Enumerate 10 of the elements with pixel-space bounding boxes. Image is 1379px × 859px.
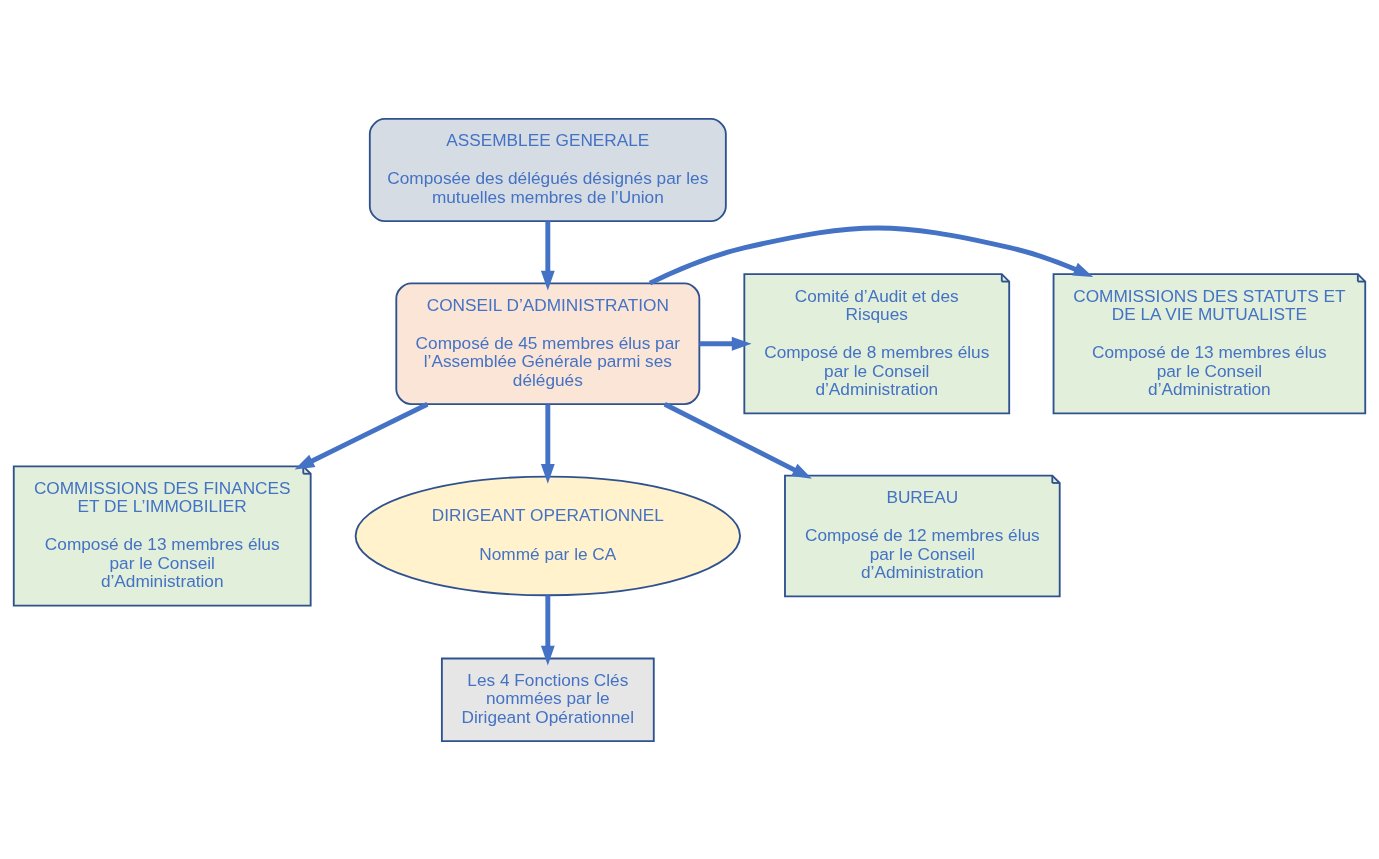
arrow	[294, 401, 429, 470]
arrow	[540, 404, 555, 484]
node-box: ASSEMBLEE GENERALE Composée des délégués désignés par les mutuelles membres de l’Union	[368, 117, 727, 222]
arrow	[699, 336, 752, 351]
node-box: CONSEIL D’ADMINISTRATION Composé de 45 membres élus par l’Assemblée Générale parmi ses délégués	[395, 281, 701, 405]
arrow	[663, 401, 812, 479]
node-ellipse: DIRIGEANT OPERATIONNEL Nommé par le CA	[354, 475, 741, 596]
arrow	[540, 220, 555, 291]
node-box: Les 4 Fonctions Clés nommées par le Dirigeant Opérationnel	[440, 657, 655, 742]
arrow	[540, 594, 555, 666]
